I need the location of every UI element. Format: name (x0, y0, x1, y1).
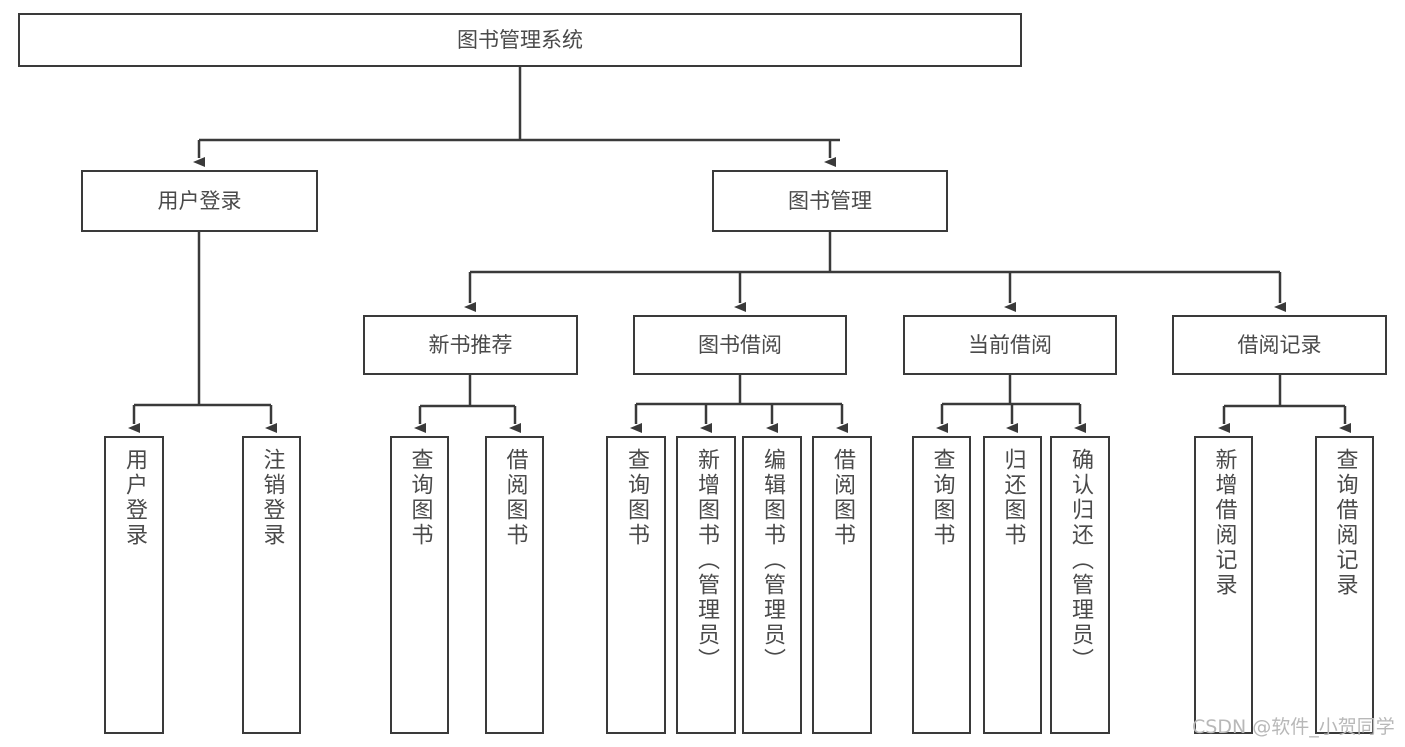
node-leaf-user-login-label: 用户登录 (122, 448, 147, 548)
node-leaf-borrow-book-rec-label: 借阅图书 (502, 448, 528, 548)
node-leaf-borrow-book-label: 借阅图书 (830, 448, 855, 548)
node-user-login-label: 用户登录 (157, 188, 242, 213)
node-leaf-return-book[interactable]: 归还图书 (983, 436, 1042, 734)
node-leaf-query-book-borrow-label: 查询图书 (624, 448, 649, 548)
node-leaf-query-book-borrow[interactable]: 查询图书 (606, 436, 666, 734)
node-leaf-borrow-book-rec[interactable]: 借阅图书 (485, 436, 544, 734)
node-leaf-add-borrow-record-label: 新增借阅记录 (1211, 448, 1237, 598)
node-leaf-user-logout[interactable]: 注销登录 (242, 436, 301, 734)
node-leaf-add-borrow-record[interactable]: 新增借阅记录 (1194, 436, 1253, 734)
node-borrow-record-label: 借阅记录 (1237, 332, 1322, 357)
node-leaf-edit-book-admin-label: 编辑图书（管理员） (760, 448, 785, 673)
node-leaf-query-borrow-record[interactable]: 查询借阅记录 (1315, 436, 1374, 734)
node-leaf-query-book-current-label: 查询图书 (929, 448, 955, 548)
node-user-login[interactable]: 用户登录 (81, 170, 318, 232)
node-current-borrow-label: 当前借阅 (968, 332, 1052, 357)
node-new-book-recommend-label: 新书推荐 (428, 332, 513, 357)
node-book-manage-label: 图书管理 (788, 188, 872, 213)
node-leaf-add-book-admin[interactable]: 新增图书（管理员） (676, 436, 736, 734)
node-leaf-query-book-current[interactable]: 查询图书 (912, 436, 971, 734)
node-leaf-confirm-return-admin[interactable]: 确认归还（管理员） (1050, 436, 1110, 734)
node-book-borrow[interactable]: 图书借阅 (633, 315, 847, 375)
node-leaf-edit-book-admin[interactable]: 编辑图书（管理员） (742, 436, 802, 734)
node-leaf-query-borrow-record-label: 查询借阅记录 (1332, 448, 1358, 598)
node-book-borrow-label: 图书借阅 (698, 332, 782, 357)
node-leaf-query-book-rec[interactable]: 查询图书 (390, 436, 449, 734)
node-leaf-add-book-admin-label: 新增图书（管理员） (694, 448, 719, 673)
node-current-borrow[interactable]: 当前借阅 (903, 315, 1117, 375)
node-book-manage[interactable]: 图书管理 (712, 170, 948, 232)
node-root[interactable]: 图书管理系统 (18, 13, 1022, 67)
node-borrow-record[interactable]: 借阅记录 (1172, 315, 1387, 375)
node-new-book-recommend[interactable]: 新书推荐 (363, 315, 578, 375)
watermark-text: CSDN @软件_小贺同学 (1192, 716, 1395, 738)
node-leaf-return-book-label: 归还图书 (1000, 448, 1026, 548)
node-leaf-user-login[interactable]: 用户登录 (104, 436, 164, 734)
node-leaf-user-logout-label: 注销登录 (259, 448, 285, 548)
node-root-label: 图书管理系统 (457, 27, 583, 52)
node-leaf-confirm-return-admin-label: 确认归还（管理员） (1068, 448, 1093, 673)
node-leaf-query-book-rec-label: 查询图书 (407, 448, 433, 548)
node-leaf-borrow-book[interactable]: 借阅图书 (812, 436, 872, 734)
